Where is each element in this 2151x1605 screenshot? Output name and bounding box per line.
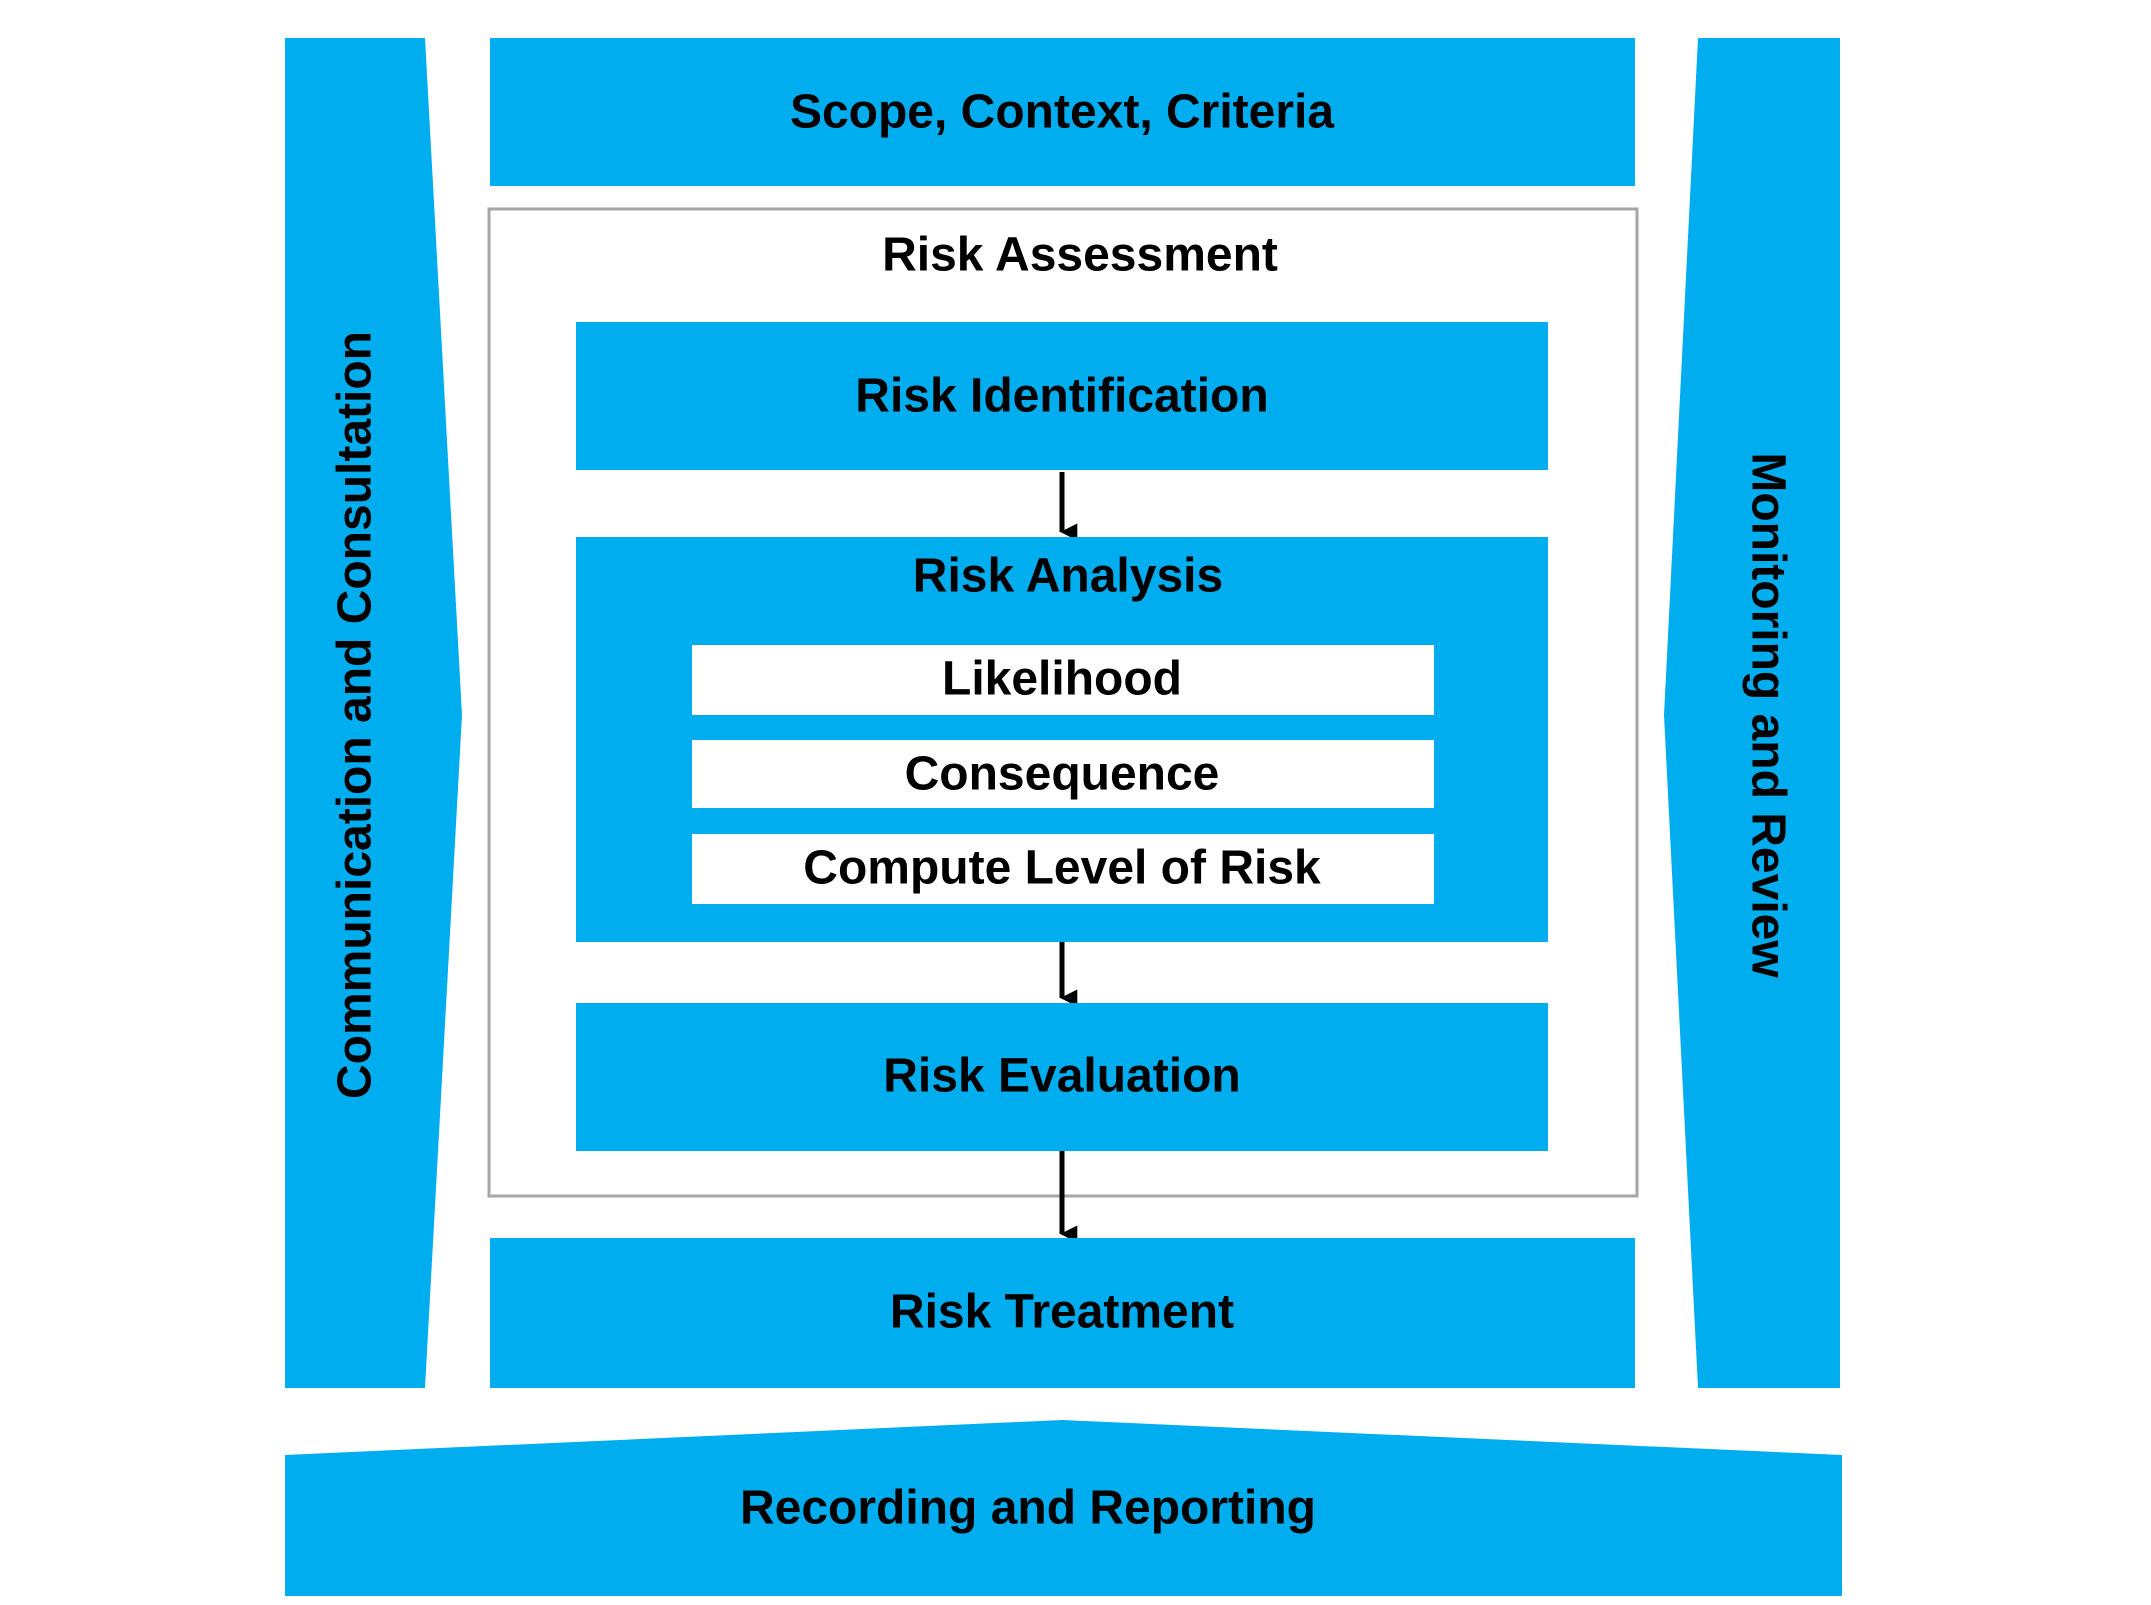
risk-treatment-block: [490, 1238, 1635, 1388]
risk-treatment-label: Risk Treatment: [890, 1286, 1234, 1339]
consequence-box: [692, 740, 1434, 808]
communication-consultation-bar: [285, 38, 462, 1388]
monitoring-review-label: Monitoring and Review: [1742, 452, 1795, 978]
scope-context-criteria-block: [490, 38, 1635, 186]
likelihood-box: [692, 645, 1434, 715]
risk-identification-label: Risk Identification: [855, 370, 1268, 423]
likelihood-label: Likelihood: [942, 653, 1182, 706]
risk-evaluation-block: [576, 1003, 1548, 1151]
recording-reporting-label: Recording and Reporting: [740, 1482, 1316, 1535]
scope-context-criteria-label: Scope, Context, Criteria: [790, 86, 1334, 139]
compute-level-of-risk-label: Compute Level of Risk: [803, 842, 1321, 895]
monitoring-review-bar: [1664, 38, 1840, 1388]
risk-evaluation-label: Risk Evaluation: [883, 1050, 1240, 1103]
risk-assessment-title: Risk Assessment: [882, 229, 1278, 282]
communication-consultation-label: Communication and Consultation: [329, 331, 382, 1099]
consequence-label: Consequence: [905, 748, 1220, 801]
compute-level-of-risk-box: [692, 834, 1434, 904]
risk-analysis-label: Risk Analysis: [913, 550, 1223, 603]
recording-reporting-band: [285, 1420, 1842, 1596]
risk-identification-block: [576, 322, 1548, 470]
